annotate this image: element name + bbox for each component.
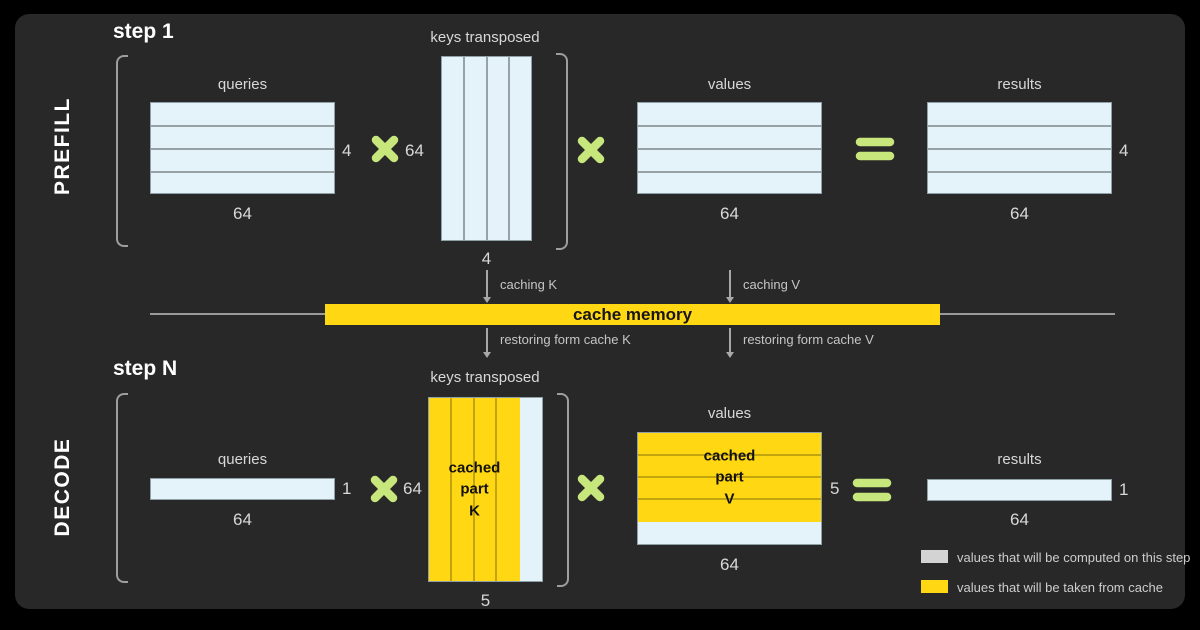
prefill-keys-matrix [441, 56, 532, 241]
gridline [463, 57, 465, 240]
multiply-icon [573, 470, 609, 506]
cache-line-left [150, 313, 325, 315]
prefill-queries-label: queries [217, 76, 268, 93]
equals-icon [853, 133, 897, 165]
caching-v-arrow [726, 270, 734, 303]
prefill-results-rows: 4 [1119, 141, 1129, 160]
cache-line-right [940, 313, 1115, 315]
restoring-k-label: restoring form cache K [500, 332, 631, 347]
gridline [638, 476, 821, 478]
legend-computed-swatch [921, 550, 948, 563]
gridline [638, 125, 821, 127]
prefill-values-cols: 64 [720, 204, 739, 223]
gridline [928, 171, 1111, 173]
prefill-results-cols: 64 [1010, 204, 1029, 223]
prefill-keys-rows: 64 [405, 141, 424, 160]
gridline [151, 148, 334, 150]
decode-keys-cached-text: cached part K [448, 458, 501, 520]
multiply-icon [366, 471, 402, 507]
legend-computed-label: values that will be computed on this ste… [957, 550, 1191, 565]
gridline [638, 148, 821, 150]
decode-close-bracket [557, 393, 569, 587]
legend-cached-label: values that will be taken from cache [957, 580, 1163, 595]
decode-results-matrix [927, 479, 1112, 501]
decode-keys-cols: 5 [480, 591, 491, 610]
equals-icon [850, 474, 894, 506]
caching-k-arrow [483, 270, 491, 303]
decode-values-cols: 64 [720, 555, 739, 574]
prefill-section-label: PREFILL [51, 97, 74, 195]
gridline [928, 125, 1111, 127]
decode-values-cached-text: cached part V [703, 446, 756, 508]
prefill-values-label: values [707, 76, 752, 93]
gridline [450, 398, 452, 581]
prefill-close-bracket [556, 53, 568, 250]
gridline [638, 498, 821, 500]
decode-open-bracket [116, 393, 128, 583]
decode-results-rows: 1 [1119, 480, 1129, 499]
cache-memory-bar: cache memory [325, 304, 940, 325]
gridline [473, 398, 475, 581]
gridline [638, 454, 821, 456]
prefill-step-title: step 1 [113, 20, 174, 43]
gridline [151, 171, 334, 173]
cache-memory-label: cache memory [572, 304, 693, 324]
decode-section-label: DECODE [51, 437, 74, 537]
restoring-v-label: restoring form cache V [743, 332, 874, 347]
multiply-icon [367, 131, 403, 167]
prefill-queries-matrix [150, 102, 335, 194]
decode-queries-rows: 1 [342, 479, 352, 498]
prefill-keys-label: keys transposed [430, 29, 540, 46]
caching-v-label: caching V [743, 277, 801, 292]
decode-queries-matrix [150, 478, 335, 500]
gridline [928, 148, 1111, 150]
decode-keys-label: keys transposed [430, 369, 540, 386]
gridline [495, 398, 497, 581]
decode-results-cols: 64 [1010, 510, 1029, 529]
gridline [508, 57, 510, 240]
legend-cached-swatch [921, 580, 948, 593]
gridline [151, 125, 334, 127]
decode-keys-cached-part: cached part K [429, 398, 520, 581]
gridline [638, 171, 821, 173]
decode-values-cached-part: cached part V [638, 433, 821, 522]
prefill-queries-rows: 4 [342, 141, 352, 160]
decode-step-title: step N [113, 357, 178, 380]
caching-k-label: caching K [500, 277, 558, 292]
prefill-keys-cols: 4 [481, 249, 492, 268]
prefill-values-matrix [637, 102, 822, 194]
decode-queries-cols: 64 [233, 510, 252, 529]
restoring-v-arrow [726, 328, 734, 358]
decode-keys-matrix: cached part K [428, 397, 543, 582]
prefill-results-label: results [997, 76, 1042, 93]
gridline [486, 57, 488, 240]
decode-values-label: values [707, 405, 752, 422]
decode-values-rows: 5 [830, 479, 840, 498]
multiply-icon [573, 132, 609, 168]
restoring-k-arrow [483, 328, 491, 358]
decode-values-matrix: cached part V [637, 432, 822, 545]
prefill-queries-cols: 64 [233, 204, 252, 223]
decode-results-label: results [997, 451, 1042, 468]
prefill-results-matrix [927, 102, 1112, 194]
decode-queries-label: queries [217, 451, 268, 468]
prefill-open-bracket [116, 55, 128, 247]
decode-keys-rows: 64 [403, 479, 422, 498]
